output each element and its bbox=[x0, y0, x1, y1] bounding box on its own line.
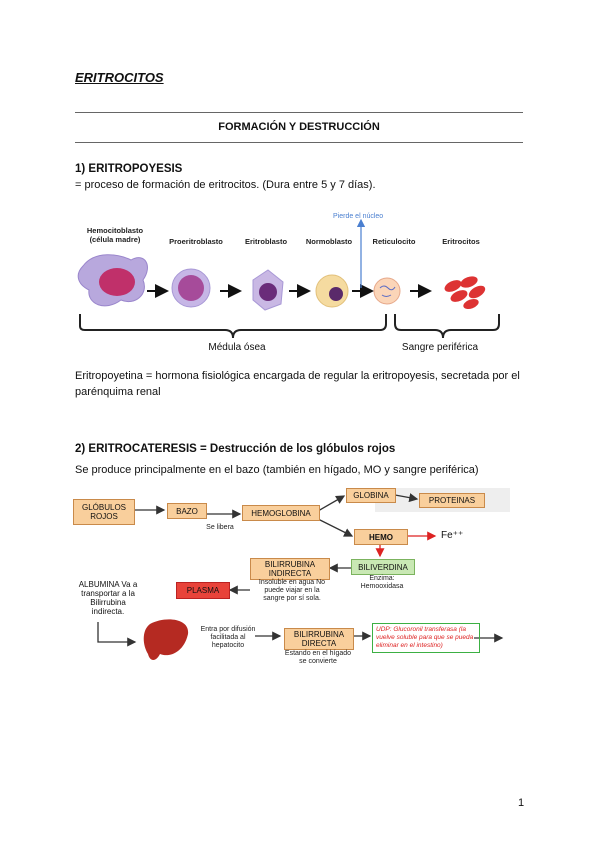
page-title: ERITROCITOS bbox=[75, 70, 164, 85]
se-libera-label: Se libera bbox=[206, 524, 234, 531]
eritrocateresis-diagram: GLÓBULOS ROJOS BAZO HEMOGLOBINA Se liber… bbox=[70, 486, 510, 676]
hemoglobina-box: HEMOGLOBINA bbox=[242, 505, 320, 521]
eritrocito-icon bbox=[444, 280, 462, 292]
cell-label-hemocitoblasto: Hemocitoblasto (célula madre) bbox=[86, 226, 144, 244]
diagram-arrows bbox=[97, 488, 510, 660]
globulos-rojos-box: GLÓBULOS ROJOS bbox=[73, 499, 135, 525]
hemocitoblasto-nucleus-icon bbox=[99, 268, 135, 296]
albumina-note: ALBUMINA Va a transportar a la Bilirrubi… bbox=[78, 580, 138, 616]
section2-intro: Se produce principalmente en el bazo (ta… bbox=[75, 464, 479, 476]
section1-definition: = proceso de formación de eritrocitos. (… bbox=[75, 179, 376, 191]
divider-bottom bbox=[75, 142, 523, 143]
estando-note: Estando en el hígado se convierte bbox=[284, 650, 352, 665]
normoblasto-icon bbox=[329, 287, 343, 301]
cell-label-eritroblasto: Eritroblasto bbox=[244, 237, 288, 246]
section1-heading: 1) ERITROPOYESIS bbox=[75, 163, 183, 175]
cell-label-normoblasto: Normoblasto bbox=[305, 237, 353, 246]
section2-heading: 2) ERITROCATERESIS = Destrucción de los … bbox=[75, 443, 396, 455]
region-label-bone: Médula ósea bbox=[208, 342, 266, 353]
entra-note: Entra por difusión facilitada al hepatoc… bbox=[200, 626, 256, 649]
cell-label-eritrocitos: Eritrocitos bbox=[442, 237, 480, 246]
globina-box: GLOBINA bbox=[346, 488, 396, 503]
page-number: 1 bbox=[518, 797, 525, 809]
cell-label-proeritroblasto: Proeritroblasto bbox=[169, 237, 223, 246]
nucleus-loss-label: Pierde el núcleo bbox=[333, 213, 384, 220]
divider-top bbox=[75, 112, 523, 113]
eritropoyetina-text: Eritropoyetina = hormona fisiológica enc… bbox=[75, 370, 520, 398]
liver-icon bbox=[143, 619, 189, 660]
hemo-box: HEMO bbox=[354, 529, 408, 545]
biliverdina-box: BILIVERDINA bbox=[351, 559, 415, 575]
enzima-label: Enzima: Hemooxidasa bbox=[360, 575, 404, 590]
plasma-box: PLASMA bbox=[176, 582, 230, 599]
bili-indirecta-box: BILIRRUBINA INDIRECTA bbox=[250, 558, 330, 580]
subtitle: FORMACIÓN Y DESTRUCCIÓN bbox=[218, 121, 380, 133]
reticulocito-icon bbox=[379, 285, 396, 297]
insoluble-note: Insoluble en agua No puede viajar en la … bbox=[258, 579, 326, 602]
bili-directa-box: BILIRRUBINA DIRECTA bbox=[284, 628, 354, 650]
bracket-peripheral-blood bbox=[394, 314, 500, 339]
bazo-box: BAZO bbox=[167, 503, 207, 519]
region-label-blood: Sangre periférica bbox=[401, 342, 479, 353]
proteinas-box: PROTEINAS bbox=[419, 493, 485, 508]
cell-illustrations bbox=[77, 218, 500, 339]
bracket-bone-marrow bbox=[79, 314, 387, 339]
eritroblasto-icon bbox=[259, 283, 277, 301]
fe-label: Fe⁺⁺ bbox=[441, 530, 464, 541]
cell-label-reticulocito: Reticulocito bbox=[372, 237, 416, 246]
proeritroblasto-icon bbox=[178, 275, 204, 301]
udp-note: UDP: Glucoronil transferasa (la vuelve s… bbox=[372, 623, 480, 653]
erythropoiesis-figure: Pierde el núcleo Hemocitoblasto (célula … bbox=[75, 208, 515, 360]
